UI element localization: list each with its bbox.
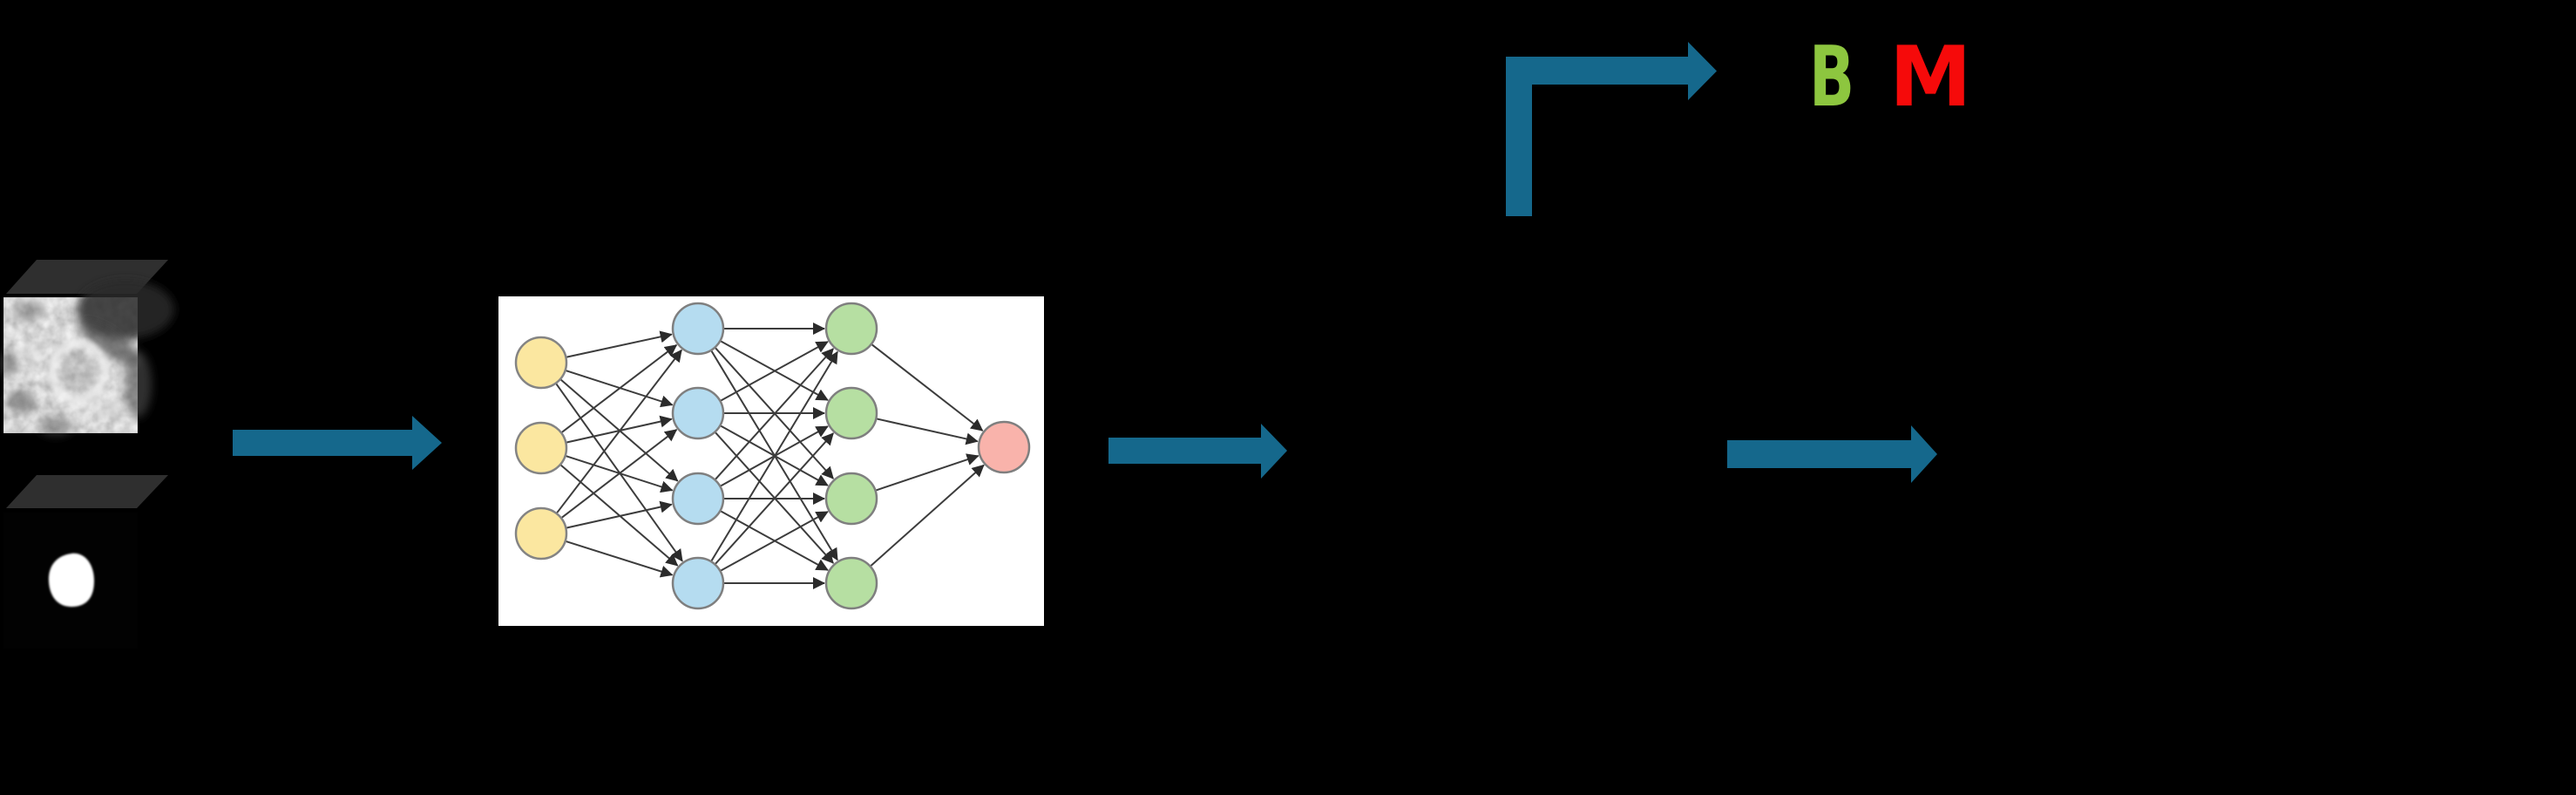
malignant-label: M [1889, 30, 1972, 126]
nn-node-hidden-1-1 [671, 302, 725, 356]
nn-edge [566, 540, 674, 578]
nn-node-hidden-1-4 [671, 556, 725, 610]
nn-edge [556, 349, 682, 513]
nn-edge [561, 344, 678, 433]
nn-edge [871, 343, 984, 431]
roi-patch-dark-regions [0, 280, 174, 436]
nn-edge [715, 348, 834, 480]
nn-node-input-3 [514, 506, 568, 561]
nn-node-hidden-2-2 [824, 386, 878, 440]
flow-arrow-3 [1727, 425, 1937, 483]
mask-image [3, 513, 138, 649]
branch-arrow-up-right [1506, 42, 1717, 216]
nn-node-hidden-1-2 [671, 386, 725, 440]
nn-node-hidden-2-4 [824, 556, 878, 610]
roi-patch-image [0, 280, 174, 436]
neural-network-diagram [514, 302, 1031, 610]
nn-edge [870, 464, 985, 567]
nn-edge [877, 418, 979, 445]
nn-node-input-1 [514, 336, 568, 390]
nn-node-input-2 [514, 421, 568, 475]
nn-edge [566, 330, 673, 358]
nn-node-hidden-1-3 [671, 472, 725, 526]
nn-node-hidden-2-1 [824, 302, 878, 356]
flow-arrow-1 [233, 416, 442, 470]
mask-volume [3, 475, 168, 649]
mask-slab-top-face [6, 475, 168, 508]
nn-edge [720, 341, 829, 402]
nn-edge [561, 429, 678, 519]
nn-edge [710, 350, 838, 561]
nn-node-output-1 [977, 420, 1031, 474]
nn-edge [566, 500, 673, 529]
nn-edge [715, 432, 834, 565]
benign-label: B [1809, 30, 1855, 126]
roi-volume [0, 260, 174, 436]
roi-patch-mass-lesion [17, 338, 120, 418]
mask-blob [48, 553, 94, 608]
flow-arrow-2 [1108, 424, 1287, 479]
nn-node-hidden-2-3 [824, 472, 878, 526]
nn-edge [876, 453, 980, 492]
nn-edge [720, 511, 829, 572]
